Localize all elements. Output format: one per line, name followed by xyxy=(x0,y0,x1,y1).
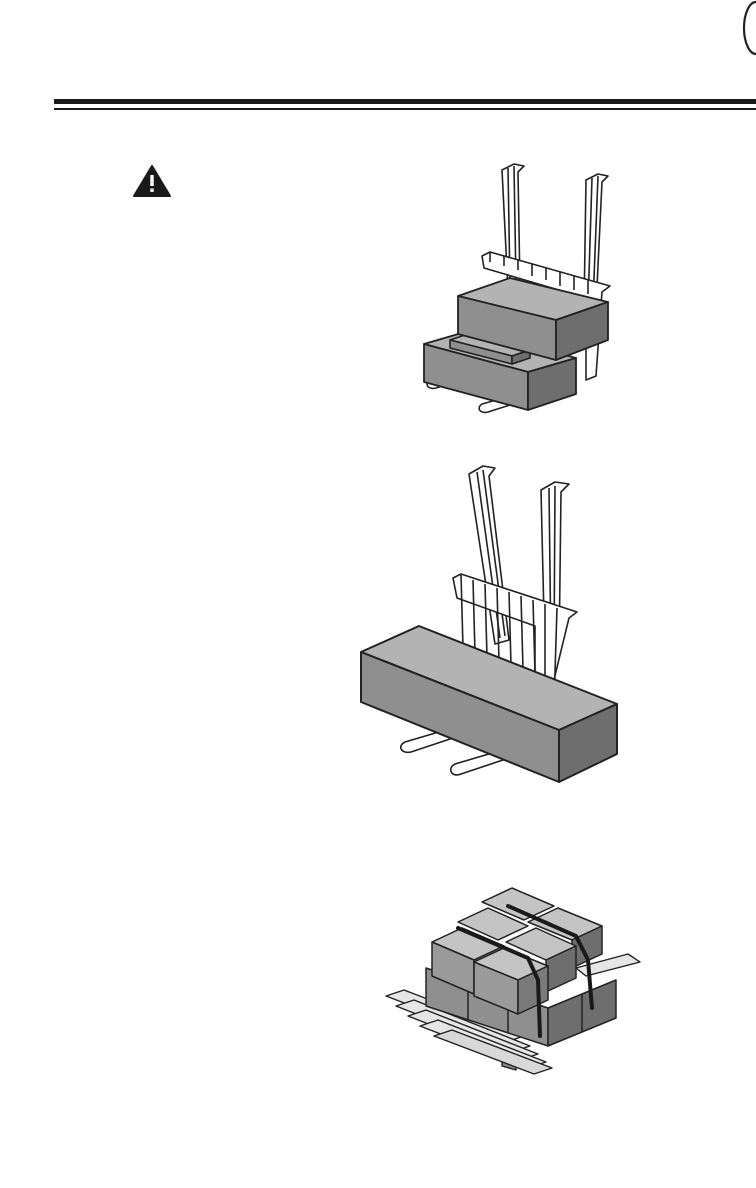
strapped-pallet-load xyxy=(378,880,646,1076)
forklift-long-illustration xyxy=(355,462,623,787)
forklift-stacked-illustration xyxy=(410,158,622,420)
warning-triangle-icon xyxy=(133,164,171,198)
forklift-long-load xyxy=(355,462,623,787)
forklift-stacked-loads xyxy=(410,158,622,420)
cut-mark xyxy=(742,0,756,56)
pallet-illustration xyxy=(378,880,646,1076)
header-rule xyxy=(54,99,756,113)
